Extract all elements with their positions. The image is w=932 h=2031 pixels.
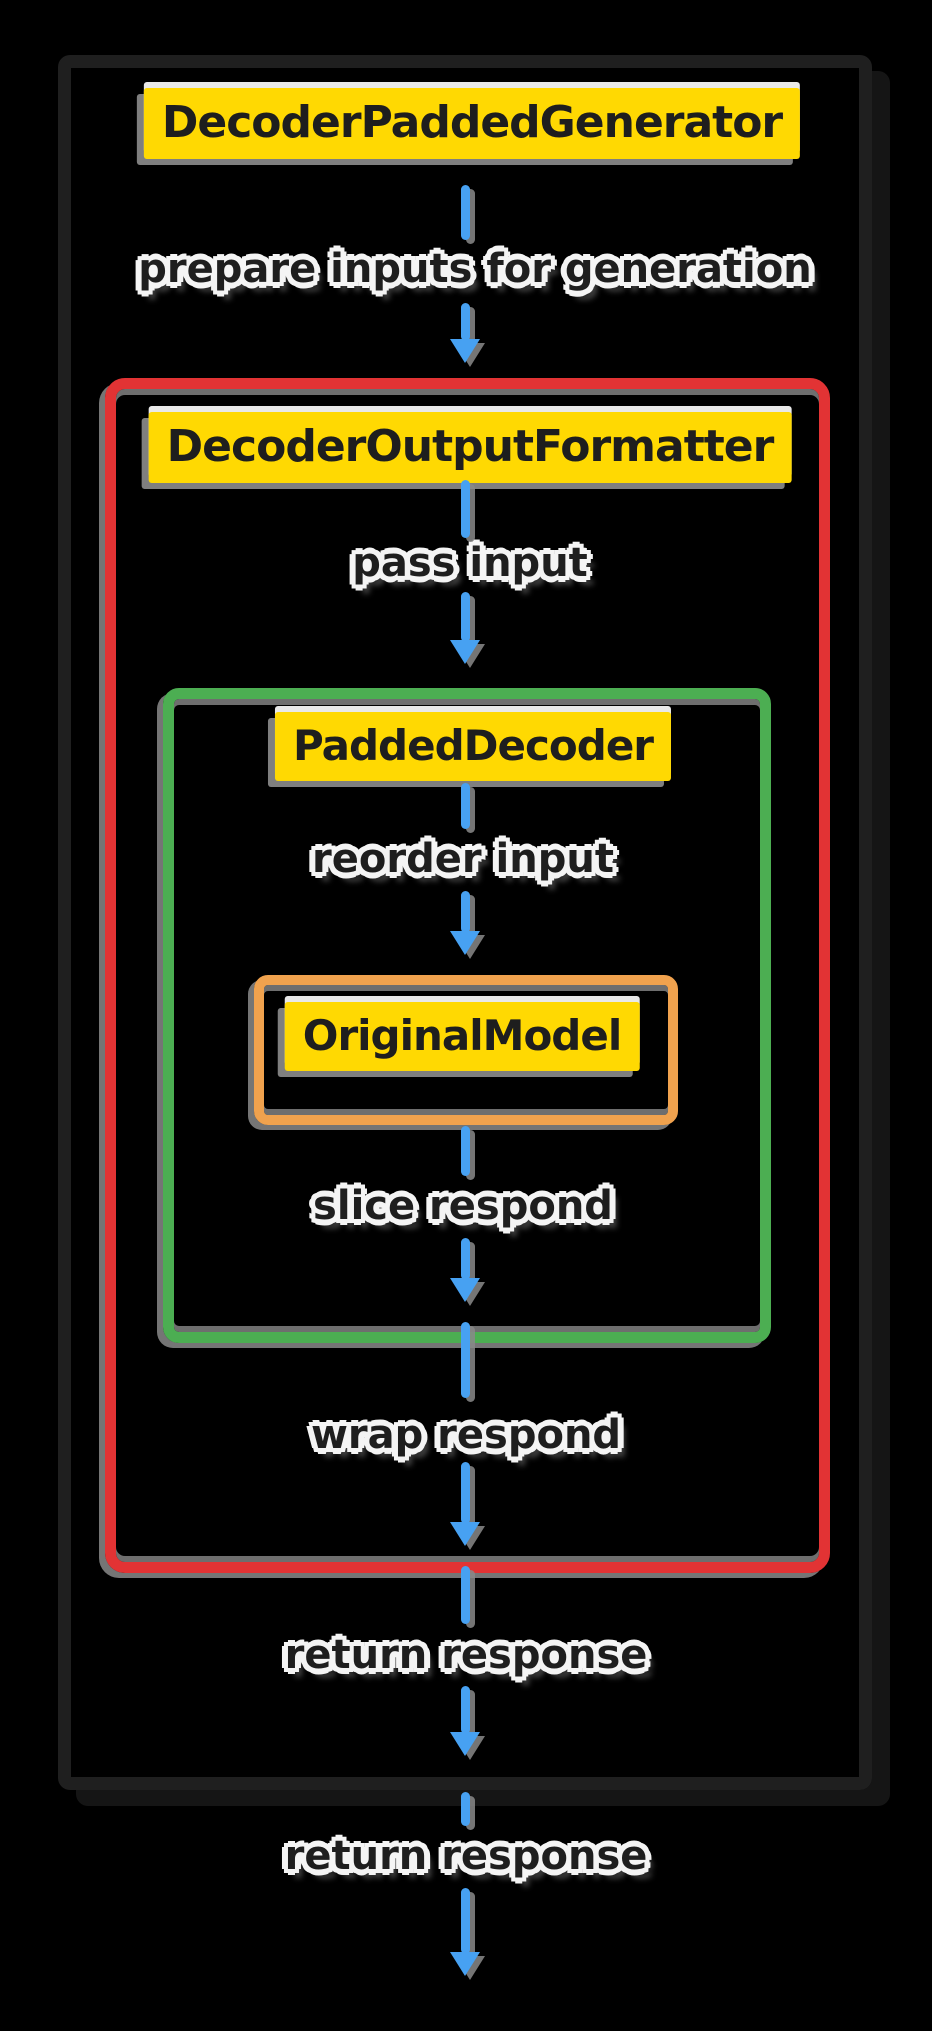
arrow-down-slice-to-green-edge: [447, 1238, 483, 1302]
arrow-segment-padded-decoder-to-reorder: [447, 783, 483, 829]
arrow-shaft: [460, 1792, 470, 1826]
arrowhead-down-icon: [450, 640, 480, 664]
arrow-down-pass-to-padded-decoder: [447, 592, 483, 664]
arrow-shaft: [460, 1322, 470, 1398]
decoder-padded-generator-box: [58, 55, 872, 1790]
arrow-segment-generator-to-prepare: [447, 185, 483, 240]
arrow-shaft: [460, 185, 470, 240]
arrow-down-wrap-to-red-edge: [447, 1462, 483, 1546]
arrow-shaft: [460, 1566, 470, 1624]
arrow-shaft: [460, 891, 470, 933]
arrow-shaft: [460, 1686, 470, 1734]
arrow-shaft: [460, 1126, 470, 1176]
decoder-output-formatter-title: DecoderOutputFormatter: [148, 412, 792, 483]
arrowhead-down-icon: [450, 1952, 480, 1976]
arrow-shaft: [460, 783, 470, 829]
arrow-segment-red-edge-to-return: [447, 1566, 483, 1624]
arrow-down-final-return: [447, 1888, 483, 1976]
original-model-box: [254, 975, 678, 1125]
decoder-padded-generator-title: DecoderPaddedGenerator: [143, 88, 801, 159]
arrow-segment-formatter-to-pass: [447, 480, 483, 538]
padded-decoder-title: PaddedDecoder: [274, 712, 672, 781]
arrow-segment-outer-edge-to-return: [447, 1792, 483, 1826]
arrow-shaft: [460, 1238, 470, 1280]
step-label-return-response-outer: return response: [284, 1833, 648, 1879]
step-label-return-response-inner: return response: [284, 1632, 648, 1678]
step-label-reorder-input: reorder input: [312, 836, 614, 882]
step-label-wrap-respond: wrap respond: [310, 1412, 622, 1458]
arrow-segment-original-model-to-slice: [447, 1126, 483, 1176]
arrow-shaft: [460, 480, 470, 538]
arrowhead-down-icon: [450, 339, 480, 363]
arrowhead-down-icon: [450, 1278, 480, 1302]
arrow-shaft: [460, 1462, 470, 1524]
arrow-down-reorder-to-original-model: [447, 891, 483, 955]
step-label-slice-respond: slice respond: [313, 1183, 613, 1229]
arrow-segment-green-edge-to-wrap: [447, 1322, 483, 1398]
original-model-title: OriginalModel: [284, 1002, 640, 1071]
arrow-shaft: [460, 592, 470, 642]
arrow-down-prepare-to-formatter: [447, 303, 483, 363]
arrowhead-down-icon: [450, 931, 480, 955]
step-label-pass-input: pass input: [352, 540, 588, 586]
arrowhead-down-icon: [450, 1732, 480, 1756]
step-label-prepare-inputs: prepare inputs for generation: [138, 246, 812, 292]
arrow-shaft: [460, 1888, 470, 1954]
arrow-down-return-to-outer-edge: [447, 1686, 483, 1756]
arrow-shaft: [460, 303, 470, 341]
arrowhead-down-icon: [450, 1522, 480, 1546]
